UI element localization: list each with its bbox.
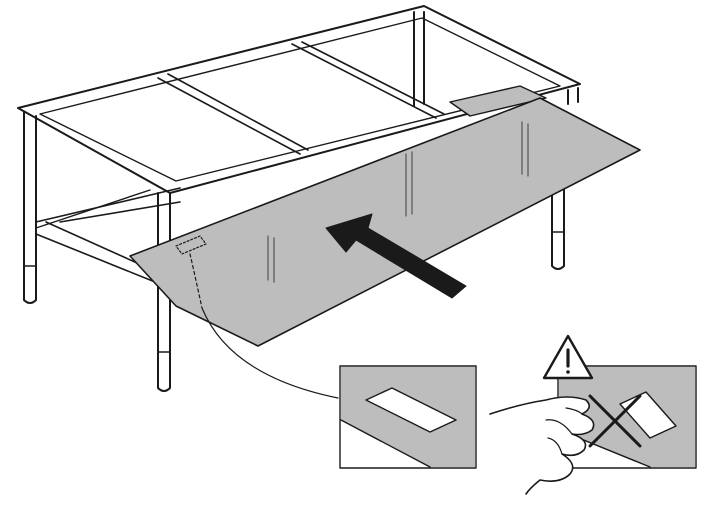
detail-leader-dashed: [189, 253, 203, 309]
inset-label-rect: [365, 387, 457, 433]
panel-glare-marks: [267, 121, 529, 283]
table-frame: [17, 5, 581, 392]
direction-arrow-icon: [325, 213, 467, 299]
detail-inset-label: [339, 365, 477, 469]
frame-top-inner: [39, 17, 561, 182]
leg-back-right-upper: [567, 87, 579, 105]
warning-triangle-icon: [542, 334, 594, 380]
shelf-panel: [129, 97, 641, 347]
frame-top-outer: [17, 5, 581, 194]
do-not-cross-icon: [588, 394, 642, 448]
shelf-rail-left: [35, 189, 151, 229]
frame-crossbar-2: [291, 41, 445, 119]
shelf-panel-back: [449, 85, 547, 117]
shelf-frame: [35, 187, 181, 285]
detail-leader-line: [201, 307, 339, 399]
leg-back-right: [551, 189, 565, 270]
leg-back-left: [413, 11, 425, 107]
panel-label-marker: [175, 235, 207, 255]
leg-front-left: [23, 111, 37, 304]
detail-inset-warning: [557, 365, 697, 469]
hand-fingers: [545, 407, 583, 455]
leg-bands: [23, 231, 565, 353]
frame-crossbar-1: [157, 73, 309, 155]
